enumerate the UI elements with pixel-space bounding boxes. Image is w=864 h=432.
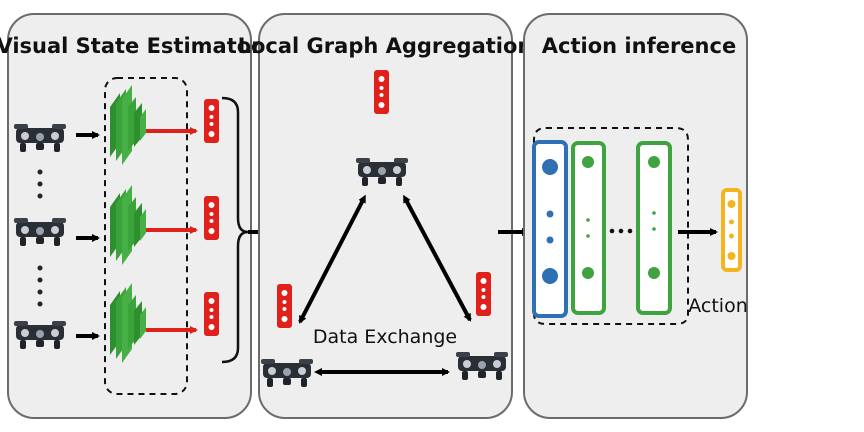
panel-title-visual-state-estimator: Visual State Estimator — [0, 34, 262, 58]
feature-vector-icon — [277, 284, 292, 328]
cnn-group-box — [104, 77, 188, 395]
drone-icon — [356, 158, 408, 186]
data-exchange-label: Data Exchange — [313, 326, 457, 348]
feature-vector-icon — [476, 272, 491, 316]
vertical-ellipsis-icon — [37, 169, 43, 307]
panel-local-graph-aggregation: Local Graph Aggregation Data Exchange — [238, 13, 533, 419]
ellipsis-icon — [609, 228, 633, 234]
feature-vector-icon — [204, 99, 219, 143]
input-arrows — [76, 131, 100, 340]
drone-icon — [456, 352, 508, 380]
feature-vector-icon — [374, 70, 389, 114]
blue-feature-vector-icon — [532, 140, 568, 318]
feature-vector-icon — [204, 196, 219, 240]
mlp-group-box — [533, 127, 689, 325]
feature-arrows — [146, 127, 198, 334]
drone-icon — [14, 124, 66, 152]
action-vector-icon — [721, 188, 742, 272]
drone-icon — [14, 321, 66, 349]
drone-icon — [261, 359, 313, 387]
panel-visual-state-estimator: Visual State Estimator — [0, 13, 262, 419]
panel-title-action-inference: Action inference — [542, 34, 736, 58]
drone-icon — [14, 218, 66, 246]
feature-vector-icon — [204, 292, 219, 336]
green-feature-vector-icon — [636, 141, 672, 315]
panel-action-inference: Action inference — [523, 13, 748, 419]
green-feature-vector-icon — [571, 141, 606, 315]
panel-title-local-graph-aggregation: Local Graph Aggregation — [238, 34, 533, 58]
action-label: Action — [688, 295, 748, 317]
data-exchange-arrows — [298, 194, 472, 376]
